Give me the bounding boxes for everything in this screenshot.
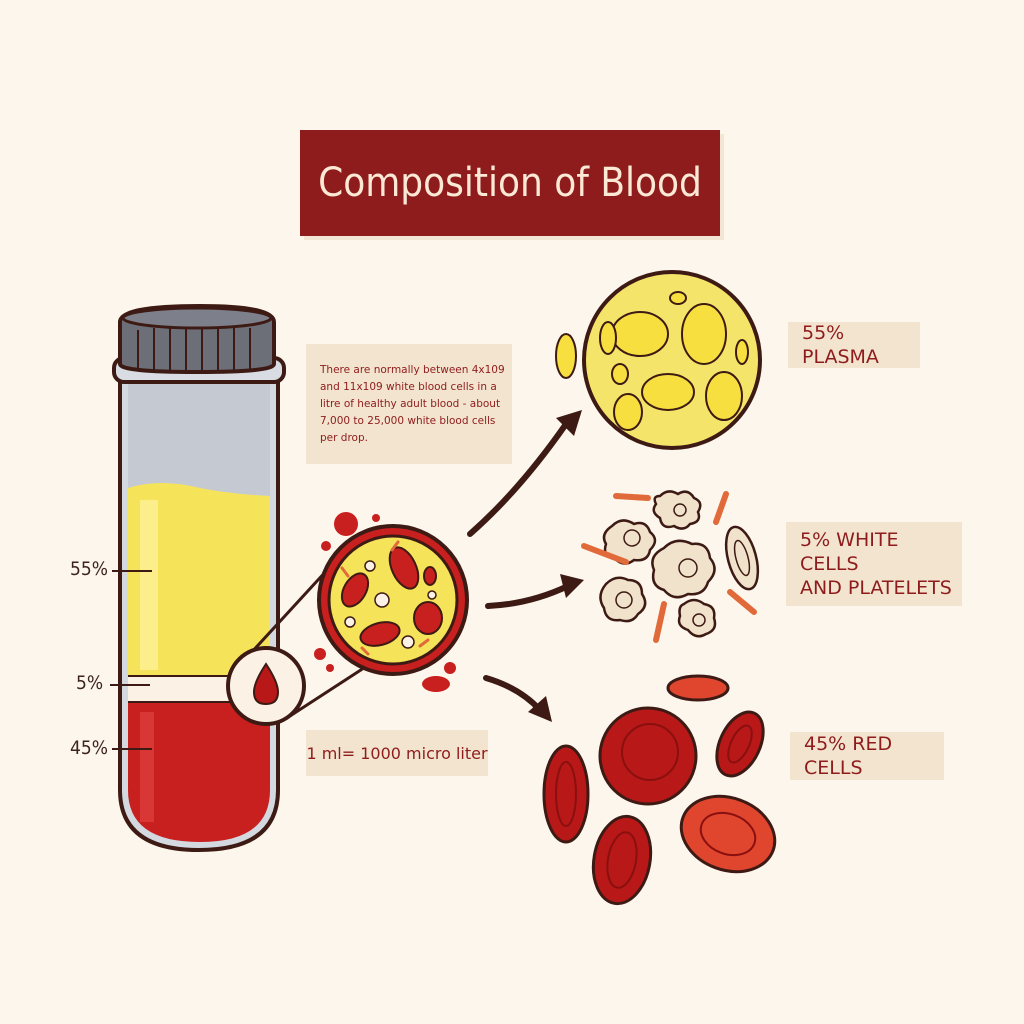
- tube-label-plasma: 55%: [70, 558, 108, 580]
- info-note-card: There are normally between 4x109 and 11x…: [306, 344, 512, 464]
- red-cells-label-card: 45% RED CELLS: [790, 732, 944, 780]
- tube-label-red: 45%: [70, 737, 108, 759]
- white-cells-icon: [581, 490, 760, 643]
- red-cells-icon: [542, 674, 777, 906]
- arrows: [467, 421, 571, 713]
- volume-note-card: 1 ml= 1000 micro liter: [306, 730, 488, 776]
- arrow-heads: [528, 410, 584, 722]
- plasma-label-card: 55% PLASMA: [788, 322, 920, 368]
- info-note-text: There are normally between 4x109 and 11x…: [320, 363, 505, 444]
- red-cells-label: 45% RED CELLS: [804, 733, 893, 779]
- test-tube-icon: [112, 303, 286, 853]
- white-cells-label-line2: AND PLATELETS: [800, 577, 952, 599]
- plasma-icon: [555, 270, 762, 450]
- page-title: Composition of Blood: [318, 160, 702, 206]
- white-cells-label-line1: 5% WHITE CELLS: [800, 529, 899, 575]
- tube-label-white: 5%: [76, 672, 104, 694]
- white-cells-label-card: 5% WHITE CELLS AND PLATELETS: [786, 522, 962, 606]
- tube-plasma-layer: [128, 483, 270, 676]
- tube-tick-lines: [110, 570, 152, 750]
- blood-drop-icon: [226, 646, 306, 726]
- plasma-label: 55% PLASMA: [802, 322, 879, 368]
- magnifier-icon: [317, 524, 469, 676]
- title-banner: Composition of Blood: [300, 130, 720, 236]
- volume-note-text: 1 ml= 1000 micro liter: [306, 743, 488, 763]
- blood-splatter: [314, 512, 456, 692]
